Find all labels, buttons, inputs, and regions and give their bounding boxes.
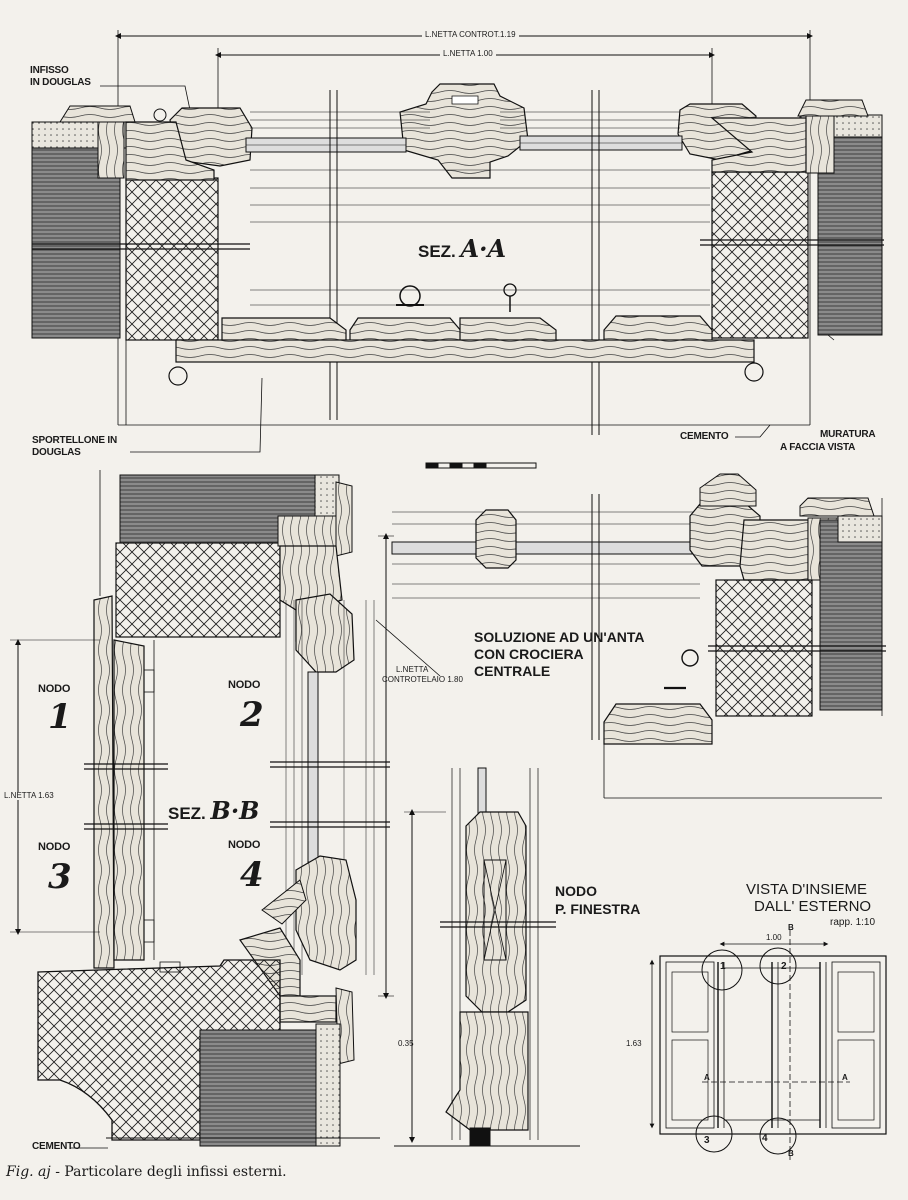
technical-drawing [10, 30, 887, 1160]
label-controtelaio-2: CONTROTELAIO 1.80 [382, 675, 463, 684]
section-title-bb: SEZ. B·B [168, 796, 260, 825]
label-soluzione-1: SOLUZIONE AD UN'ANTA [474, 629, 645, 645]
section-aa [31, 30, 884, 453]
figure-number: Fig. aj [6, 1164, 51, 1180]
masonry-left [31, 147, 121, 339]
node-1-word: NODO [38, 683, 71, 695]
elevation-marker-b-top: B [788, 923, 794, 932]
center-mullion-aa [399, 83, 529, 179]
label-sportellone-1: SPORTELLONE IN [32, 435, 117, 446]
scale-bar [425, 462, 537, 469]
elevation-node-1: 1 [720, 961, 726, 972]
dim-label-netta-100: L.NETTA 1.00 [440, 50, 496, 58]
insulation-right [711, 171, 809, 339]
label-cemento-bottom: CEMENTO [32, 1141, 81, 1152]
node-4-word: NODO [228, 839, 261, 851]
node-3-word: NODO [38, 841, 71, 853]
section-bb [10, 470, 441, 1149]
section-title-aa: SEZ. A·A [418, 234, 507, 263]
label-soluzione-2: CON CROCIERA [474, 646, 584, 662]
dim-label-035: 0.35 [398, 1039, 414, 1048]
door-window-node [394, 767, 580, 1147]
sill-bb [37, 959, 281, 1141]
node-1-number: 1 [48, 697, 72, 737]
elevation-node-4: 4 [762, 1133, 768, 1144]
label-muratura-2: A FACCIA VISTA [780, 442, 856, 453]
label-vista-scale: rapp. 1:10 [830, 917, 876, 928]
label-vista-2: DALL' ESTERNO [754, 898, 872, 915]
label-infisso-1: INFISSO [30, 65, 69, 76]
elevation-dim-100: 1.00 [766, 933, 782, 942]
label-nodo-finestra-1: NODO [555, 883, 597, 899]
label-nodo-finestra-2: P. FINESTRA [555, 901, 641, 917]
label-soluzione-3: CENTRALE [474, 663, 551, 679]
insulation-left [125, 177, 219, 341]
shutter-panels-aa [175, 339, 755, 363]
node-4-number: 4 [240, 855, 264, 895]
figure-caption: Fig. aj - Particolare degli infissi este… [6, 1164, 287, 1180]
label-cemento-top: CEMENTO [680, 431, 729, 442]
label-netta-163: L.NETTA 1.63 [4, 791, 54, 800]
label-vista-1: VISTA D'INSIEME [746, 881, 867, 898]
label-infisso-2: IN DOUGLAS [30, 77, 91, 88]
elevation-dim-163: 1.63 [626, 1039, 642, 1048]
elevation-marker-a-left: A [704, 1073, 710, 1082]
label-muratura-1: MURATURA [820, 429, 876, 440]
elevation-view [649, 930, 887, 1160]
figure-caption-text: - Particolare degli infissi esterni. [50, 1164, 287, 1180]
elevation-node-2: 2 [781, 961, 787, 972]
dim-label-controtelaio: L.NETTA CONTROT.1.19 [422, 31, 519, 39]
single-leaf-detail [391, 473, 886, 799]
elevation-node-3: 3 [704, 1135, 710, 1146]
elevation-marker-a-right: A [842, 1073, 848, 1082]
node-2-number: 2 [240, 695, 264, 735]
shutter-left-bb [93, 595, 115, 969]
elevation-marker-b-bottom: B [788, 1149, 794, 1158]
node-2-word: NODO [228, 679, 261, 691]
node-3-number: 3 [48, 857, 72, 897]
label-controtelaio-1: L.NETTA [396, 665, 429, 674]
label-sportellone-2: DOUGLAS [32, 447, 81, 458]
